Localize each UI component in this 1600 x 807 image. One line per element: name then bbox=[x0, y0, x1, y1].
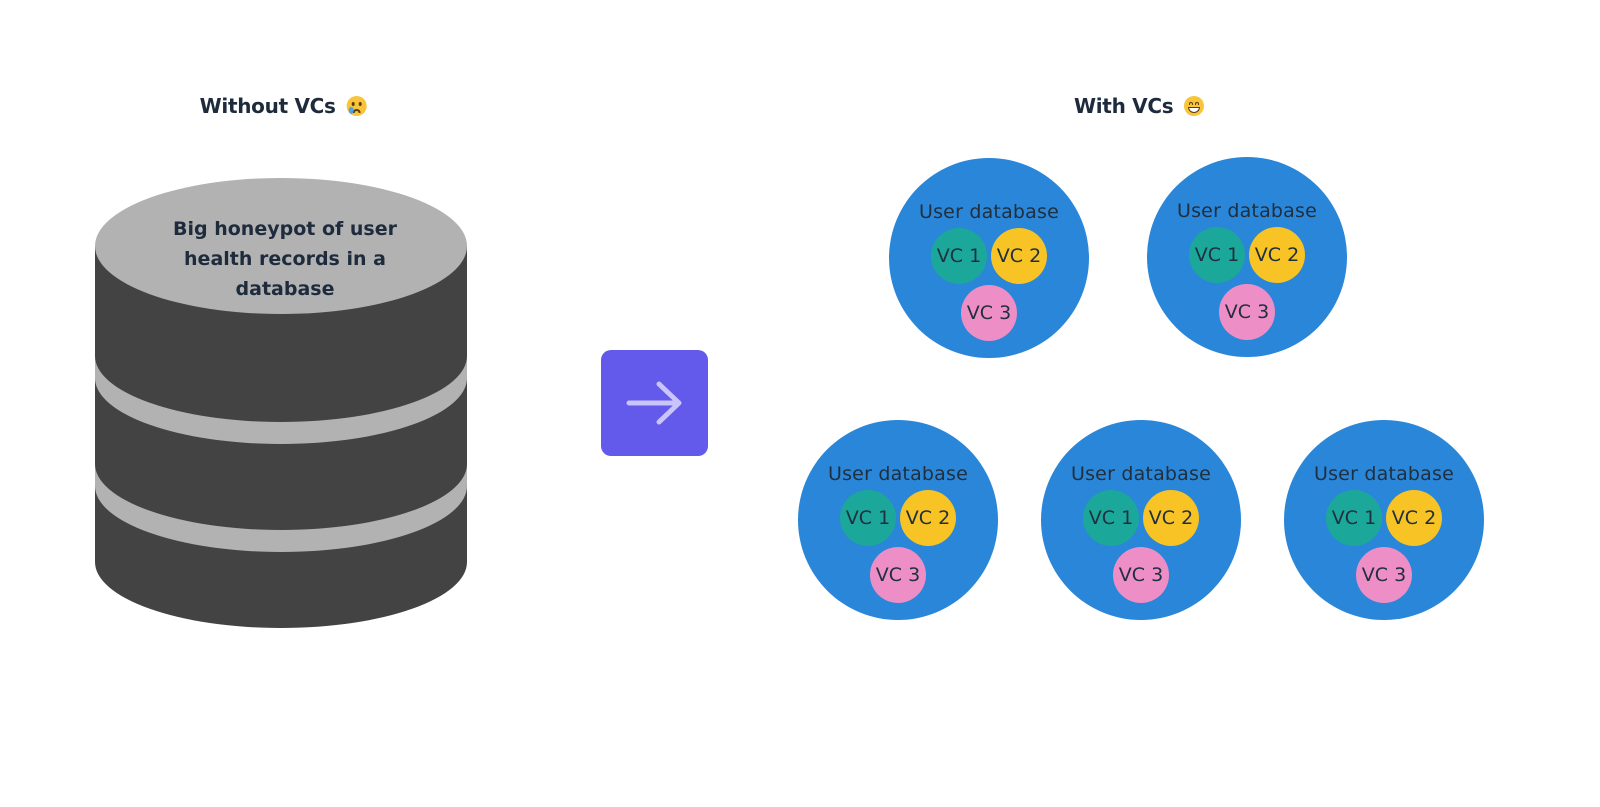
cylinder-band bbox=[95, 464, 467, 552]
database-cylinder-icon bbox=[95, 178, 467, 628]
user-database-title: User database bbox=[1313, 463, 1455, 485]
user-database: User database VC 1 VC 2 VC 3 bbox=[1147, 157, 1347, 357]
vc-2-badge: VC 2 bbox=[991, 228, 1047, 284]
vc-3-badge: VC 3 bbox=[961, 285, 1017, 341]
cylinder-top bbox=[95, 178, 467, 314]
cylinder-band bbox=[95, 356, 467, 444]
vc-2-badge: VC 2 bbox=[900, 490, 956, 546]
vc-2-badge: VC 2 bbox=[1143, 490, 1199, 546]
arrow-transition bbox=[601, 350, 708, 456]
user-database-title: User database bbox=[827, 463, 969, 485]
user-database-title: User database bbox=[1176, 200, 1318, 222]
without-vcs-heading: Without VCs bbox=[200, 94, 367, 118]
user-database: User database VC 1 VC 2 VC 3 bbox=[1284, 420, 1484, 620]
vc-3-badge: VC 3 bbox=[870, 547, 926, 603]
crying-face-icon bbox=[346, 96, 367, 116]
vc-1-badge: VC 1 bbox=[1189, 227, 1245, 283]
user-database: User database VC 1 VC 2 VC 3 bbox=[1041, 420, 1241, 620]
arrow-right-icon bbox=[626, 381, 681, 425]
vc-3-badge: VC 3 bbox=[1356, 547, 1412, 603]
vc-3-badge: VC 3 bbox=[1113, 547, 1169, 603]
user-database: User database VC 1 VC 2 VC 3 bbox=[798, 420, 998, 620]
vc-2-badge: VC 2 bbox=[1249, 227, 1305, 283]
vc-1-badge: VC 1 bbox=[931, 228, 987, 284]
user-database: User database VC 1 VC 2 VC 3 bbox=[889, 158, 1089, 358]
vc-2-badge: VC 2 bbox=[1386, 490, 1442, 546]
with-vcs-heading: With VCs bbox=[1073, 94, 1205, 118]
user-database-title: User database bbox=[1070, 463, 1212, 485]
heading-text: With VCs bbox=[1073, 94, 1174, 118]
user-database-title: User database bbox=[918, 201, 1060, 223]
heading-text: Without VCs bbox=[199, 94, 336, 118]
grinning-face-icon bbox=[1184, 96, 1205, 116]
vc-3-badge: VC 3 bbox=[1219, 284, 1275, 340]
vc-1-badge: VC 1 bbox=[1083, 490, 1139, 546]
vc-1-badge: VC 1 bbox=[1326, 490, 1382, 546]
database-label: Big honeypot of user health records in a… bbox=[173, 218, 397, 300]
vc-1-badge: VC 1 bbox=[840, 490, 896, 546]
